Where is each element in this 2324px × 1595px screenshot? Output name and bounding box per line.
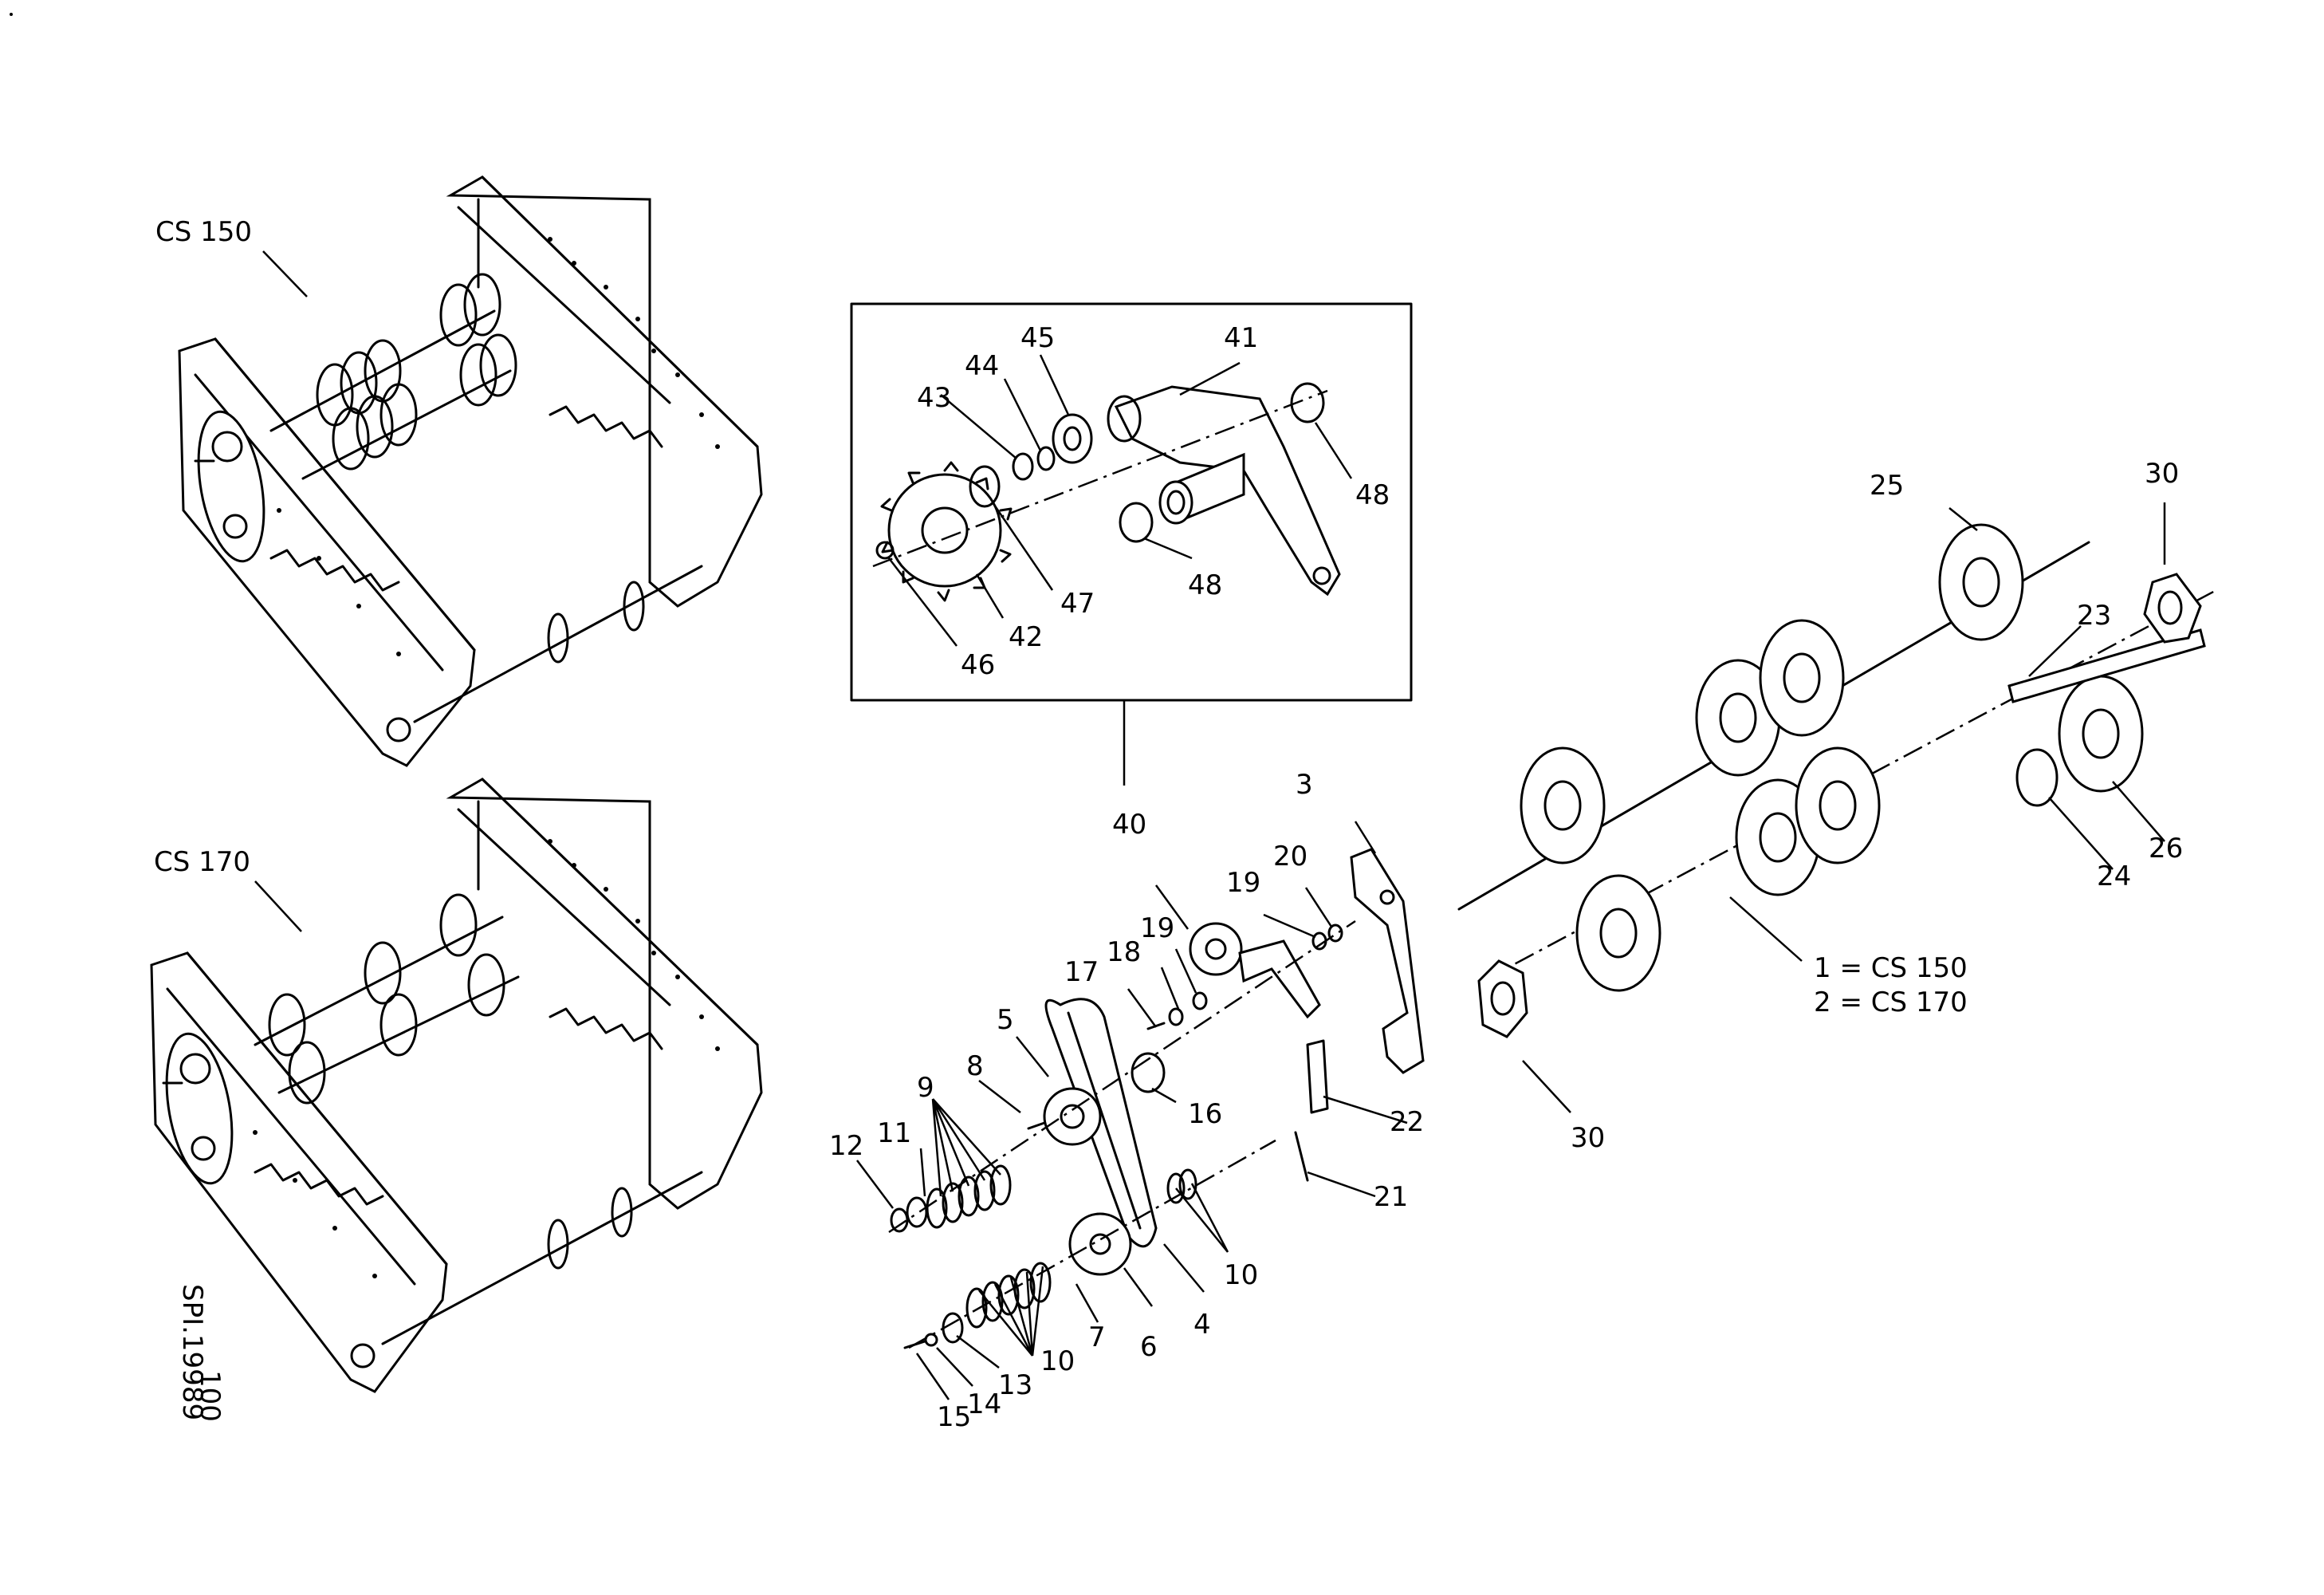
callout-42: 42 <box>1009 621 1043 653</box>
corner-mark <box>10 13 13 16</box>
callout-23: 23 <box>2077 600 2111 632</box>
callout-22: 22 <box>1390 1106 1424 1138</box>
callout-14: 14 <box>967 1388 1001 1420</box>
callout-46: 46 <box>961 649 995 681</box>
callout-10-right: 10 <box>1224 1259 1258 1291</box>
inset-tensioner-exploded <box>872 382 1341 602</box>
callout-40: 40 <box>1112 809 1146 841</box>
callout-10-lower: 10 <box>1040 1345 1075 1377</box>
callout-leaders <box>856 354 2166 1400</box>
callout-6: 6 <box>1140 1331 1158 1363</box>
callout-3: 3 <box>1296 769 1313 801</box>
assembly-cs170-overview <box>150 778 763 1393</box>
callout-21: 21 <box>1374 1181 1408 1213</box>
shaft-legend-cs170: 2 = CS 170 <box>1814 987 1968 1018</box>
main-exploded-view <box>888 523 2217 1349</box>
callout-numbers: 3 4 5 6 7 8 9 10 10 11 12 13 14 15 16 17… <box>829 322 2183 1433</box>
callout-11: 11 <box>877 1117 911 1149</box>
callout-26: 26 <box>2149 833 2183 864</box>
variant-label-cs150: CS 150 <box>155 216 252 248</box>
variant-label-cs170: CS 170 <box>154 846 250 878</box>
shaft-legend-cs150: 1 = CS 150 <box>1814 952 1968 984</box>
callout-30-lower: 30 <box>1571 1122 1605 1154</box>
callout-43: 43 <box>917 382 951 414</box>
callout-7: 7 <box>1088 1321 1106 1353</box>
callout-18: 18 <box>1107 936 1141 968</box>
callout-41: 41 <box>1224 322 1258 354</box>
callout-45: 45 <box>1020 322 1055 354</box>
callout-13: 13 <box>998 1369 1032 1401</box>
callout-30-right: 30 <box>2145 458 2179 490</box>
callout-4: 4 <box>1193 1309 1211 1341</box>
drawing-revision: 100 <box>194 1370 226 1422</box>
callout-44: 44 <box>965 350 999 382</box>
callout-24: 24 <box>2097 861 2131 892</box>
callout-9: 9 <box>917 1072 934 1104</box>
assembly-cs150-overview <box>178 175 763 767</box>
callout-48-lower: 48 <box>1188 569 1222 601</box>
callout-12: 12 <box>829 1130 863 1162</box>
callout-8: 8 <box>966 1050 984 1082</box>
detail-inset-frame <box>850 302 1413 702</box>
callout-15: 15 <box>937 1401 971 1433</box>
callout-16: 16 <box>1188 1098 1222 1130</box>
callout-19-right: 19 <box>1226 867 1260 899</box>
callout-25: 25 <box>1870 470 1904 502</box>
callout-19-left: 19 <box>1140 912 1174 944</box>
callout-47: 47 <box>1060 588 1095 620</box>
callout-17: 17 <box>1064 956 1099 988</box>
callout-20: 20 <box>1273 841 1307 872</box>
callout-48-right: 48 <box>1355 479 1390 511</box>
callout-5: 5 <box>997 1004 1014 1036</box>
drawing-code: SPI.19989 <box>176 1284 208 1420</box>
